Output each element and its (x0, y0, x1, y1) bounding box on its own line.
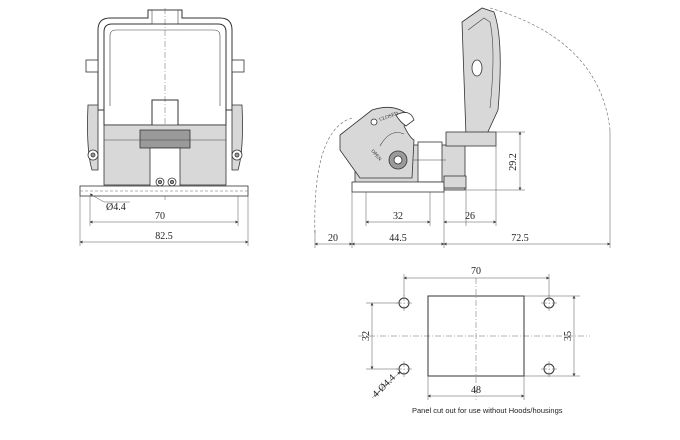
side-top-shelf (445, 131, 497, 147)
front-screw-left-center (157, 179, 162, 184)
front-screw-right-center (169, 179, 174, 184)
side-dim-32: 32 (393, 211, 403, 222)
side-swing-arc (489, 7, 611, 131)
front-dim-82-5: 82.5 (155, 231, 173, 242)
front-hole-leader (89, 193, 105, 203)
side-cam-pin (370, 118, 378, 126)
side-dim-44-5: 44.5 (389, 233, 407, 244)
front-dim-70: 70 (155, 211, 165, 222)
side-dim-26: 26 (465, 211, 475, 222)
side-cam-arrow-arc (379, 132, 405, 147)
side-dim-29-2: 29.2 (508, 153, 519, 171)
cutout-dim-32: 32 (361, 331, 372, 341)
side-view: CLOSED OPEN 29.2 32 26 20 44.5 72.5 (314, 7, 611, 248)
front-pivot-left-center (90, 152, 96, 158)
side-dim-72-5: 72.5 (511, 233, 529, 244)
front-pivot-right-center (234, 152, 240, 158)
side-base-step (443, 175, 467, 189)
front-lever-side-tab-left (85, 59, 99, 73)
cutout-rectangle (427, 295, 525, 377)
side-lever-inner (467, 17, 494, 109)
panel-cutout-note: Panel cut out for use without Hoods/hous… (412, 406, 563, 415)
side-label-closed: CLOSED (379, 111, 399, 122)
cutout-dim-70: 70 (471, 266, 481, 277)
front-lever-tab (151, 9, 179, 25)
cutout-dim-35: 35 (563, 331, 574, 341)
side-base-plate (351, 181, 445, 193)
side-inner-block (417, 141, 443, 183)
front-hole-dim: Ø4.4 (106, 202, 126, 213)
front-lever-inner (109, 29, 221, 106)
side-lever-slot (471, 59, 483, 77)
front-lever-frame (97, 9, 233, 111)
panel-cutout-view: 70 32 35 48 4-Ø4.4 Panel cut out for use… (358, 266, 590, 415)
side-cam-hook (395, 112, 415, 127)
cutout-holes-leader (371, 371, 401, 399)
side-swing-arc-left (314, 117, 353, 236)
side-cam-pivot-center (393, 155, 403, 165)
side-dim-20: 20 (328, 233, 338, 244)
cutout-dim-48: 48 (471, 385, 481, 396)
front-lever-side-tab-right (231, 59, 245, 73)
front-view: Ø4.4 70 82.5 (79, 8, 249, 246)
front-latch-block (139, 129, 191, 149)
cutout-holes-dim: 4-Ø4.4 (370, 372, 398, 400)
